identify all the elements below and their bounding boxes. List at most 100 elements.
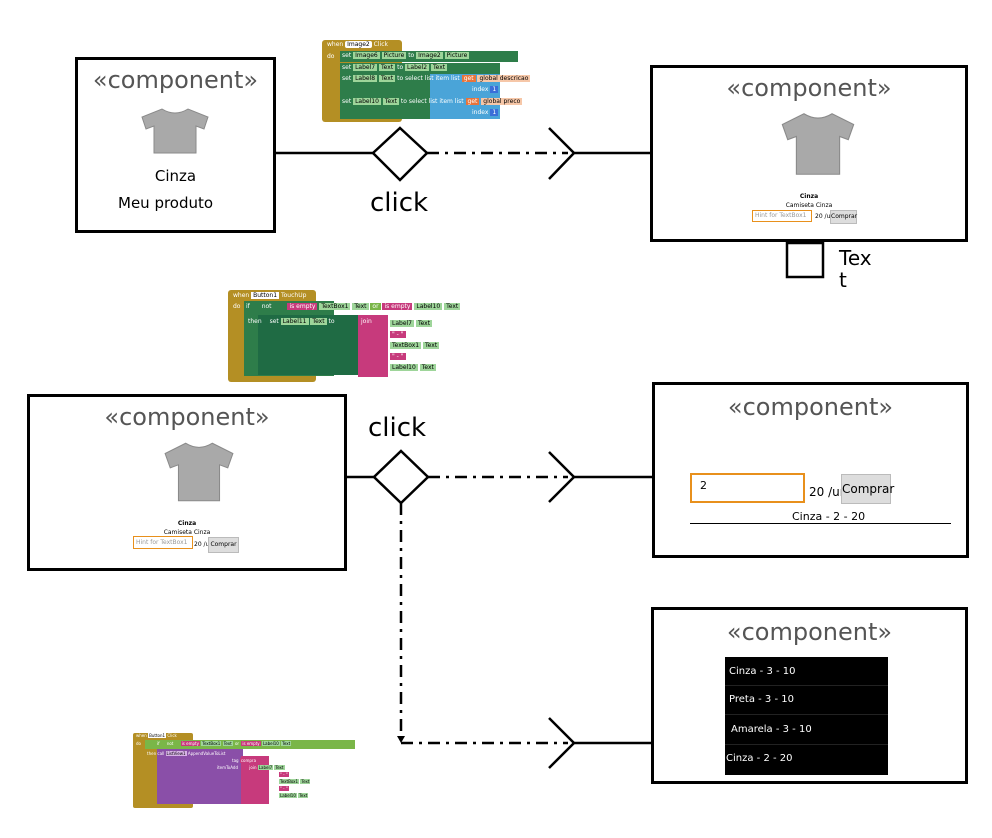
block-component: Label10 xyxy=(353,98,381,105)
block-keyword: or xyxy=(370,303,381,310)
title-label: Cinza xyxy=(177,520,197,527)
block-prop: Text xyxy=(222,741,233,746)
block-keyword: TouchUp xyxy=(280,292,307,299)
block-prop: Text xyxy=(415,320,433,327)
block-keyword: get xyxy=(461,75,476,82)
block-prop: Text xyxy=(298,793,309,798)
block-keyword: select list item list xyxy=(408,98,464,105)
block-method: AppendValueToList xyxy=(187,751,226,756)
set-row: set Label7 Text to Label2 Text xyxy=(342,64,448,71)
join-label: join xyxy=(361,318,372,325)
block-keyword: when xyxy=(327,41,344,48)
block-prop: Text xyxy=(281,741,292,746)
block-prop: Text xyxy=(430,64,448,71)
tshirt-image xyxy=(141,108,209,154)
index-row: index 1 xyxy=(472,86,499,93)
port-label-line: t xyxy=(839,268,847,292)
result-label: Cinza - 2 - 20 xyxy=(792,510,866,523)
block-keyword: index xyxy=(472,109,489,116)
block-prop: Text xyxy=(423,342,440,349)
price-label: 20 /un xyxy=(194,541,214,548)
block-keyword: select list item list xyxy=(405,75,460,82)
click-label: click xyxy=(370,188,429,218)
title-label: Cinza xyxy=(799,193,819,200)
component-box-5: «component» Cinza - 3 - 10 Preta - 3 - 1… xyxy=(651,607,968,784)
price-label: 20 /un xyxy=(815,213,835,220)
block-component: TextBox1 xyxy=(319,303,351,310)
block-component: Button1 xyxy=(251,292,280,299)
block-prop: Text xyxy=(379,64,396,71)
block-string: " - " xyxy=(279,786,289,791)
block-prop: Picture xyxy=(444,52,470,59)
list-item[interactable]: Amarela - 3 - 10 xyxy=(731,724,812,735)
stereotype-label: «component» xyxy=(727,393,894,421)
join-block xyxy=(241,756,269,804)
block-component: Label8 xyxy=(353,75,378,82)
block-keyword: set xyxy=(342,75,352,82)
block-string: " - " xyxy=(390,353,406,360)
tshirt-image xyxy=(164,442,234,502)
set-row: set Image6 Picture to Image2 Picture xyxy=(342,52,470,59)
block-string: " - " xyxy=(390,331,406,338)
block-prop: Text xyxy=(352,303,369,310)
list-view[interactable]: Cinza - 3 - 10 Preta - 3 - 10 Amarela - … xyxy=(725,657,888,775)
block-keyword: call xyxy=(157,751,165,756)
quantity-input[interactable]: 2 xyxy=(690,473,805,503)
block-keyword: to xyxy=(397,75,404,82)
block-keyword: is empty xyxy=(180,741,200,746)
decision-diamond xyxy=(371,126,429,182)
block-keyword: is empty xyxy=(287,303,318,310)
block-keyword: join xyxy=(249,765,257,770)
product-label: Meu produto xyxy=(118,194,214,212)
block-component: TextBox1 xyxy=(390,342,422,349)
block-keyword: set xyxy=(269,318,279,325)
block-component: Image6 xyxy=(353,52,380,59)
block-do: do xyxy=(136,741,141,746)
block-keyword: to xyxy=(408,52,415,59)
blocks-button1-click: when Button1 Click do if not is empty Te… xyxy=(133,733,358,808)
set-row: set Label10 Text to select list item lis… xyxy=(342,98,523,105)
block-component: Label10 xyxy=(414,303,443,310)
block-keyword: set xyxy=(342,52,352,59)
block-component: Label7 xyxy=(390,320,415,327)
block-number: 1 xyxy=(490,86,499,93)
list-item[interactable]: Cinza - 3 - 10 xyxy=(729,666,796,677)
then-row: then set Label11 Text to xyxy=(248,318,335,325)
stereotype-label: «component» xyxy=(92,66,259,94)
then-block xyxy=(258,315,358,375)
color-label: Cinza xyxy=(154,167,197,185)
block-prop: Text xyxy=(379,75,396,82)
block-keyword: Click xyxy=(167,733,177,738)
block-component: Label10 xyxy=(279,793,297,798)
component-box-2: «component» Cinza Camiseta Cinza Hint fo… xyxy=(650,65,968,242)
event-header: when Image2 Click xyxy=(327,41,388,48)
blocks-button1-touchup: when Button1 TouchUp do if not is empty … xyxy=(228,290,548,382)
block-component: Image2 xyxy=(416,52,443,59)
block-prop: Text xyxy=(444,303,461,310)
blocks-image2-click: when Image2 Click do set Image6 Picture … xyxy=(322,40,570,122)
buy-button[interactable]: Comprar xyxy=(841,474,894,504)
block-component: Label7 xyxy=(353,64,378,71)
block-component: ListView1 xyxy=(165,751,187,756)
block-prop: Text xyxy=(310,318,327,325)
buy-button[interactable]: Comprar xyxy=(208,537,239,553)
block-component: Label11 xyxy=(280,318,309,325)
textbox[interactable]: Hint for TextBox1 xyxy=(752,210,812,222)
block-number: 1 xyxy=(490,109,499,116)
block-component: Label7 xyxy=(257,765,274,770)
textbox[interactable]: Hint for TextBox1 xyxy=(133,536,193,549)
price-label: 20 /un xyxy=(809,485,848,499)
block-prop: Text xyxy=(300,779,311,784)
block-keyword: is empty xyxy=(241,741,261,746)
list-item[interactable]: Preta - 3 - 10 xyxy=(729,694,794,705)
port-label: Tex t xyxy=(839,247,872,291)
component-box-4: «component» 2 20 /un Comprar Cinza - 2 -… xyxy=(652,382,969,558)
buy-button[interactable]: Comprar xyxy=(830,210,857,224)
block-keyword: index xyxy=(472,86,489,93)
event-header: when Button1 Click xyxy=(136,733,177,738)
list-separator xyxy=(725,685,888,686)
block-component: Label2 xyxy=(405,64,430,71)
block-string: " - " xyxy=(279,772,289,777)
block-keyword: to xyxy=(397,64,404,71)
list-item[interactable]: Cinza - 2 - 20 xyxy=(726,753,793,764)
